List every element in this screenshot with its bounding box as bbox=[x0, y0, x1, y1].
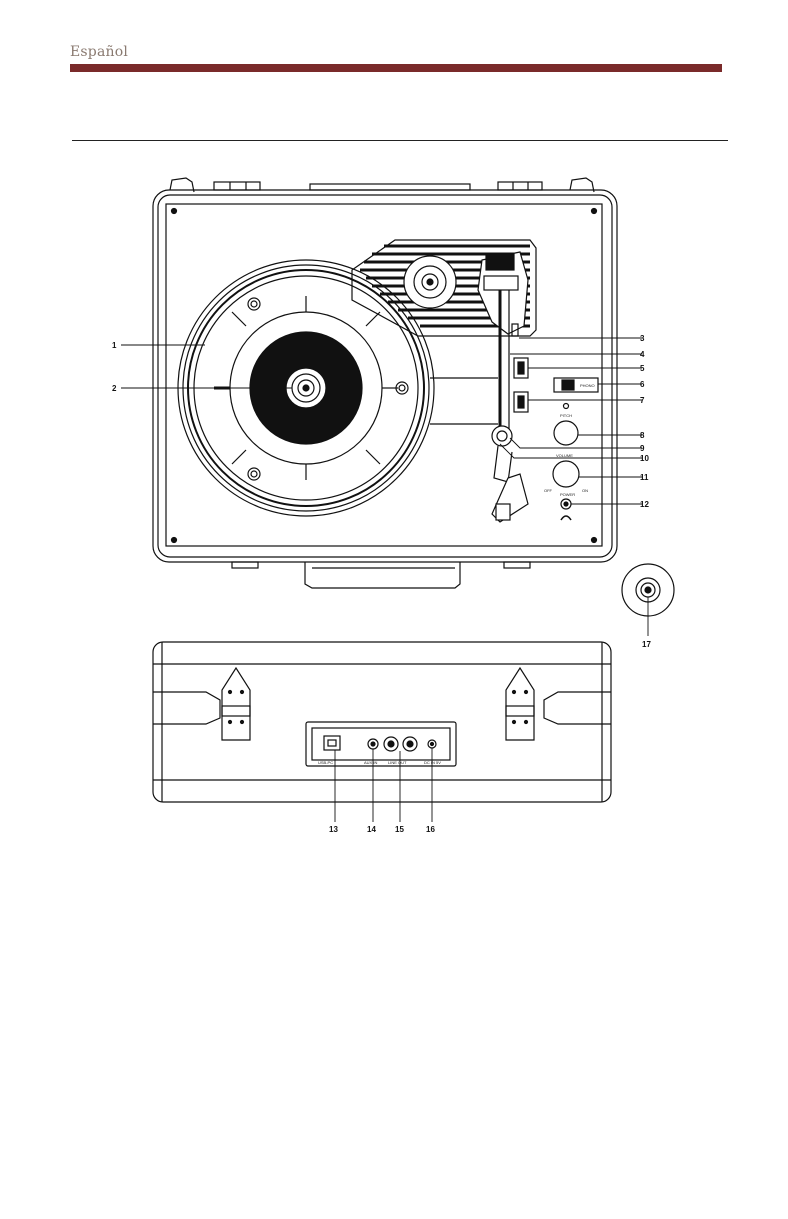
callout-8: 8 bbox=[640, 431, 645, 440]
callout-17: 17 bbox=[642, 640, 651, 649]
callout-15: 15 bbox=[395, 825, 404, 834]
45rpm-adapter bbox=[622, 564, 674, 636]
callout-13: 13 bbox=[329, 825, 338, 834]
callout-6: 6 bbox=[640, 380, 645, 389]
power-label: POWER bbox=[560, 492, 575, 497]
aux-in-label: AUX IN bbox=[364, 760, 377, 765]
off-label: OFF bbox=[544, 488, 553, 493]
callout-7: 7 bbox=[640, 396, 645, 405]
callout-3: 3 bbox=[640, 334, 645, 343]
turntable-case-top bbox=[153, 178, 617, 588]
pitch-label: PITCH bbox=[560, 413, 572, 418]
on-label: ON bbox=[582, 488, 588, 493]
callout-2: 2 bbox=[112, 384, 117, 393]
callout-5: 5 bbox=[640, 364, 645, 373]
volume-label: VOLUME bbox=[556, 453, 573, 458]
callout-11: 11 bbox=[640, 473, 649, 482]
pitch-knob bbox=[554, 421, 578, 445]
callout-10: 10 bbox=[640, 454, 649, 463]
tonearm bbox=[478, 252, 528, 522]
phono-label: PHONO bbox=[580, 383, 595, 388]
dc-in-label: DC IN 5V bbox=[424, 760, 441, 765]
callout-1: 1 bbox=[112, 341, 117, 350]
usb-pc-label: USB-PC bbox=[318, 760, 333, 765]
turntable-case-rear bbox=[153, 642, 611, 802]
callout-4: 4 bbox=[640, 350, 645, 359]
line-out-label: LINE OUT bbox=[388, 760, 407, 765]
volume-knob bbox=[553, 461, 579, 487]
callout-12: 12 bbox=[640, 500, 649, 509]
callout-9: 9 bbox=[640, 444, 645, 453]
callout-16: 16 bbox=[426, 825, 435, 834]
callout-14: 14 bbox=[367, 825, 376, 834]
